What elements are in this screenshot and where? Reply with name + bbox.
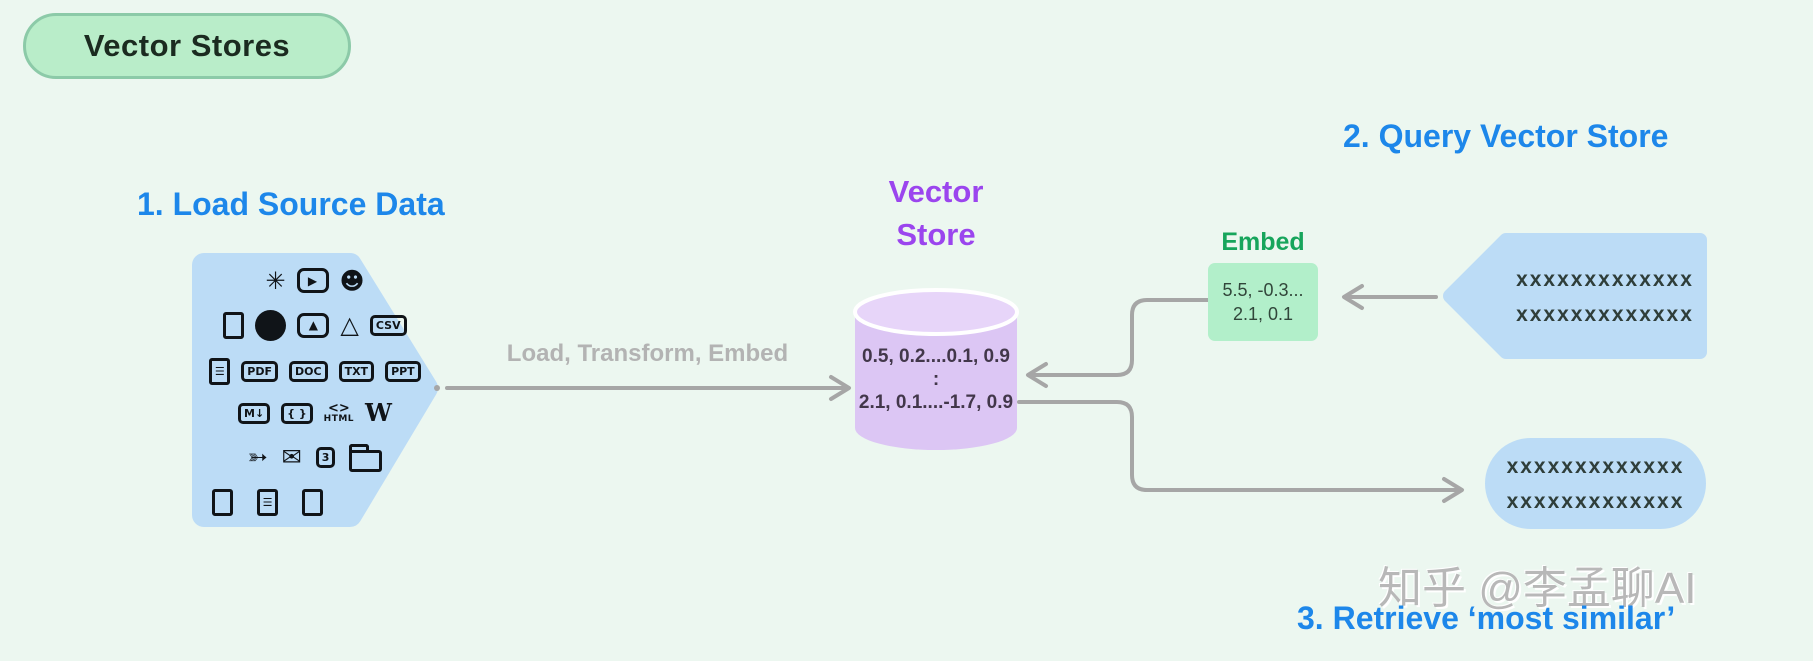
vector-row: 2.1, 0.1....-1.7, 0.9	[858, 392, 1014, 413]
file-text-icon	[209, 357, 231, 385]
markdown-icon: M↓	[238, 402, 271, 424]
google-drive-icon: △	[340, 311, 359, 340]
vector-store-title: Vector Store	[888, 174, 984, 252]
vector-store-cylinder	[853, 288, 1019, 450]
result-line: xxxxxxxxxxxxx	[1506, 454, 1685, 478]
wikipedia-icon: W	[365, 398, 392, 428]
css-icon: 3	[315, 446, 336, 468]
source-icons-row: ➳ ✉ 3	[206, 442, 424, 473]
github-icon	[255, 309, 287, 341]
result-placeholder-text: xxxxxxxxxxxxx xxxxxxxxxxxxx	[1507, 449, 1685, 519]
txt-icon: TXT	[338, 360, 375, 382]
connector-line	[1030, 298, 1210, 377]
twitter-icon: ➳	[247, 443, 268, 472]
source-icons-row: PDF DOC TXT PPT	[206, 357, 424, 385]
html-icon: <>HTML	[323, 401, 355, 425]
folder-icon	[349, 444, 383, 473]
youtube-icon: ▶	[296, 268, 329, 293]
vector-row: 0.5, 0.2....0.1, 0.9	[862, 346, 1010, 367]
connector-query-to-embed	[1342, 284, 1438, 310]
connector-embed-to-store	[1026, 298, 1210, 388]
doc-icon: DOC	[289, 360, 328, 382]
discord-icon: ☻	[339, 266, 365, 295]
load-transform-embed-label: Load, Transform, Embed	[506, 340, 789, 367]
connector-store-to-result	[1017, 400, 1464, 503]
step3-heading: 3. Retrieve ‘most similar’	[1297, 600, 1676, 636]
result-line: xxxxxxxxxxxxx	[1506, 489, 1685, 513]
vector-stores-badge: Vector Stores	[23, 13, 351, 79]
csv-icon: CSV	[369, 314, 407, 336]
query-line: xxxxxxxxxxxxx	[1516, 268, 1694, 291]
cylinder-bottom	[855, 406, 1017, 450]
pdf-icon: PDF	[241, 360, 278, 382]
file-text-icon	[257, 488, 278, 516]
arrowhead-left-icon	[1026, 362, 1048, 388]
source-icons-row: ▲ △ CSV	[206, 309, 424, 341]
source-icons-row: M↓ { } <>HTML W	[206, 401, 424, 425]
arrowhead-left-icon	[1342, 284, 1364, 310]
ppt-icon: PPT	[385, 360, 421, 382]
result-box: xxxxxxxxxxxxx xxxxxxxxxxxxx	[1485, 438, 1706, 529]
connector-start-dot	[434, 385, 440, 391]
query-line: xxxxxxxxxxxxx	[1516, 303, 1694, 326]
vector-store-values: 0.5, 0.2....0.1, 0.9 : 2.1, 0.1....-1.7,…	[845, 345, 1027, 414]
file-icon	[223, 311, 245, 339]
file-icon	[212, 488, 233, 516]
embed-label: Embed	[1221, 228, 1305, 256]
image-icon: ▲	[297, 312, 330, 338]
embed-value: 5.5, -0.3...	[1222, 279, 1304, 300]
code-file-icon: { }	[281, 402, 313, 424]
watermark: 知乎 @李孟聊AI	[1378, 564, 1697, 613]
vector-row: :	[932, 369, 940, 390]
source-data-icons: ✳ ▶ ☻ ▲ △ CSV PDF DOC TXT PPT M↓ { } <>HTML W ➳ ✉ 3	[206, 268, 424, 516]
connector-load-to-store	[434, 375, 851, 401]
embed-values-box: 5.5, -0.3... 2.1, 0.1	[1208, 263, 1318, 341]
slack-icon: ✳	[265, 266, 286, 295]
query-placeholder-text: xxxxxxxxxxxxx xxxxxxxxxxxxx	[1502, 262, 1708, 332]
email-icon: ✉	[281, 443, 302, 472]
file-icon	[302, 488, 323, 516]
arrowhead-right-icon	[829, 375, 851, 401]
arrowhead-right-icon	[1442, 477, 1464, 503]
connector-line	[1017, 400, 1461, 492]
cylinder-top	[853, 288, 1019, 336]
embed-value: 2.1, 0.1	[1232, 303, 1294, 324]
step1-heading: 1. Load Source Data	[137, 186, 445, 222]
source-icons-row	[206, 488, 424, 516]
step2-heading: 2. Query Vector Store	[1343, 118, 1669, 154]
source-icons-row: ✳ ▶ ☻	[206, 268, 424, 293]
query-shape	[1443, 233, 1707, 359]
